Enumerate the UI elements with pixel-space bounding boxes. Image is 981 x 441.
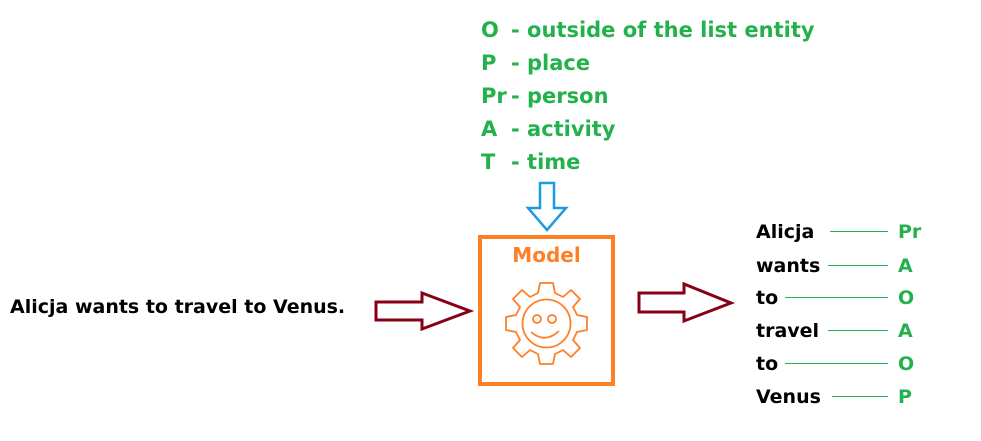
legend-item-person: Pr- person [481, 84, 609, 108]
model-label: Model [512, 243, 581, 267]
output-tag: O [898, 287, 915, 309]
legend-item-place: P - place [481, 51, 590, 75]
model-box [478, 235, 615, 386]
legend-description: - time [511, 150, 581, 174]
input-sentence: Alicja wants to travel to Venus. [10, 296, 346, 318]
legend-code: A [481, 117, 498, 141]
output-token: to [756, 353, 779, 375]
output-token: to [756, 287, 779, 309]
legend-item-time: T - time [481, 150, 580, 174]
legend-code: Pr [481, 84, 507, 108]
input-arrow-icon [374, 290, 475, 332]
legend-description: - person [511, 84, 609, 108]
legend-description: - activity [511, 117, 616, 141]
token-tag-connectors [785, 231, 888, 397]
legend-code: T [481, 150, 496, 174]
legend-description: - place [511, 51, 591, 75]
legend-item-activity: A - activity [481, 117, 616, 141]
gear-icon [505, 282, 588, 365]
legend-item-outside: O - outside of the list entity [481, 18, 815, 42]
legend-code: O [481, 18, 499, 42]
output-tag: O [898, 353, 915, 375]
output-token: Alicja [756, 221, 815, 243]
output-tag: Pr [898, 221, 922, 243]
down-arrow-icon [525, 181, 569, 232]
output-arrow-icon [637, 281, 736, 324]
output-token: wants [756, 255, 821, 277]
legend-code: P [481, 51, 497, 75]
output-tag: A [898, 255, 913, 277]
legend-description: - outside of the list entity [511, 18, 815, 42]
output-token: travel [756, 320, 820, 342]
output-token: Venus [756, 386, 821, 408]
output-tag: A [898, 320, 913, 342]
output-tag: P [898, 386, 912, 408]
